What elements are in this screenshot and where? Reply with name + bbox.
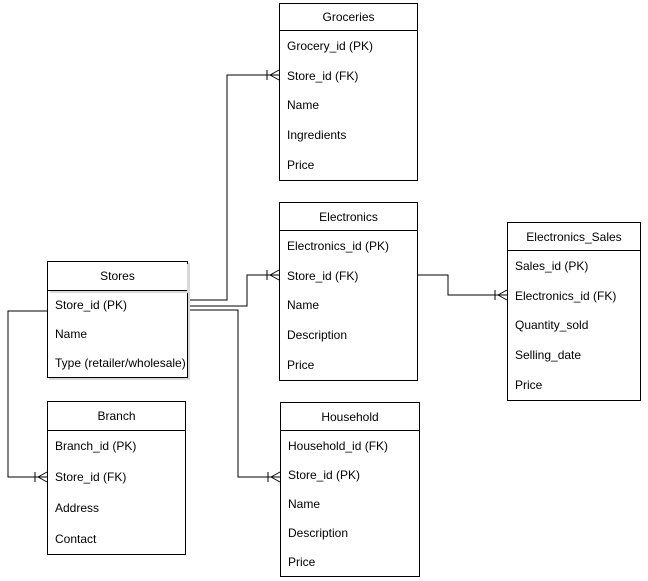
connector-stores-electronics[interactable] bbox=[188, 269, 280, 307]
connector-stores-groceries[interactable] bbox=[188, 69, 280, 301]
entity-field: Branch_id (PK) bbox=[55, 439, 137, 454]
crow-foot-prong bbox=[269, 269, 280, 276]
entity-field: Price bbox=[288, 554, 316, 569]
entity-field: Store_id (FK) bbox=[287, 68, 359, 83]
entity-field: Store_id (FK) bbox=[55, 470, 127, 485]
crow-foot-prong bbox=[269, 74, 280, 81]
entity-title: Stores bbox=[48, 262, 187, 291]
entity-field: Grocery_id (PK) bbox=[287, 38, 374, 53]
entity-field: Ingredients bbox=[287, 128, 347, 143]
entity-field: Store_id (FK) bbox=[287, 268, 359, 283]
entity-field: Address bbox=[55, 500, 100, 515]
entity-field: Price bbox=[287, 358, 315, 373]
crow-foot-many-icon bbox=[267, 471, 281, 483]
crow-foot-prong bbox=[269, 274, 280, 281]
entity-title: Branch bbox=[48, 402, 185, 431]
crow-foot-many-icon bbox=[494, 289, 508, 301]
entity-field: Name bbox=[55, 326, 88, 341]
crow-foot-many-icon bbox=[266, 69, 280, 81]
entity-field: Electronics_id (PK) bbox=[287, 238, 390, 253]
entity-field: Contact bbox=[55, 531, 97, 546]
connector-line bbox=[188, 74, 279, 301]
entity-field: Name bbox=[288, 496, 321, 511]
connector-stores-household[interactable] bbox=[188, 309, 281, 483]
entity-field: Sales_id (PK) bbox=[515, 258, 589, 273]
crow-foot-prong bbox=[270, 471, 281, 478]
crow-foot-prong bbox=[269, 69, 280, 76]
connector-electronics-electronics_sales[interactable] bbox=[418, 274, 508, 301]
entity-field: Name bbox=[287, 98, 320, 113]
entity-field: Description bbox=[287, 328, 348, 343]
crow-foot-prong bbox=[497, 289, 508, 296]
entity-field: Type (retailer/wholesale) bbox=[55, 355, 186, 370]
connector-line bbox=[418, 274, 507, 296]
entity-field: Store_id (PK) bbox=[55, 298, 128, 313]
entity-field: Description bbox=[288, 525, 349, 540]
entity-field: Household_id (FK) bbox=[288, 438, 389, 453]
connector-line bbox=[188, 309, 280, 478]
entity-field: Store_id (PK) bbox=[288, 467, 361, 482]
entity-title: Electronics bbox=[280, 203, 417, 231]
entity-field: Price bbox=[287, 158, 315, 173]
entity-title: Groceries bbox=[280, 4, 417, 31]
entity-title: Household bbox=[281, 403, 419, 431]
connector-stores-branch[interactable] bbox=[7, 310, 48, 483]
crow-foot-prong bbox=[37, 476, 48, 483]
crow-foot-many-icon bbox=[266, 269, 280, 281]
connector-line bbox=[7, 310, 47, 478]
entity-title: Electronics_Sales bbox=[508, 223, 640, 251]
entity-field: Selling_date bbox=[515, 348, 582, 363]
crow-foot-many-icon bbox=[34, 471, 48, 483]
entity-field: Name bbox=[287, 298, 320, 313]
entity-field: Electronics_id (FK) bbox=[515, 288, 617, 303]
entity-field: Quantity_sold bbox=[515, 318, 589, 333]
crow-foot-prong bbox=[497, 294, 508, 301]
entity-field: Price bbox=[515, 378, 543, 393]
connector-line bbox=[188, 274, 279, 307]
crow-foot-prong bbox=[37, 471, 48, 478]
crow-foot-prong bbox=[270, 476, 281, 483]
